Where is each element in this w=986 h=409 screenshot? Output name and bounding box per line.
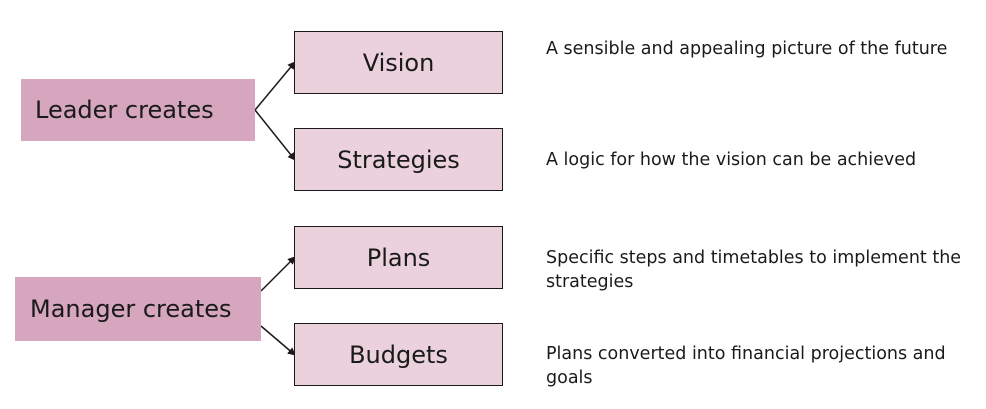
strategies-box: Strategies <box>294 128 503 191</box>
arrow-leader-to-strategies <box>254 109 296 161</box>
budgets-box: Budgets <box>294 323 503 386</box>
arrow-manager-to-plans <box>260 256 296 292</box>
plans-box: Plans <box>294 226 503 289</box>
arrow-leader-to-vision <box>254 61 296 111</box>
vision-box: Vision <box>294 31 503 94</box>
strategies-description: A logic for how the vision can be achiev… <box>546 150 917 170</box>
manager-creates-label: Manager creates <box>15 277 261 341</box>
arrow-manager-to-budgets <box>260 325 296 356</box>
plans-description: Specific steps and timetables to impleme… <box>546 248 962 292</box>
budgets-description: Plans converted into financial projectio… <box>546 344 946 388</box>
vision-description: A sensible and appealing picture of the … <box>546 39 948 59</box>
leader-creates-label: Leader creates <box>21 79 255 141</box>
